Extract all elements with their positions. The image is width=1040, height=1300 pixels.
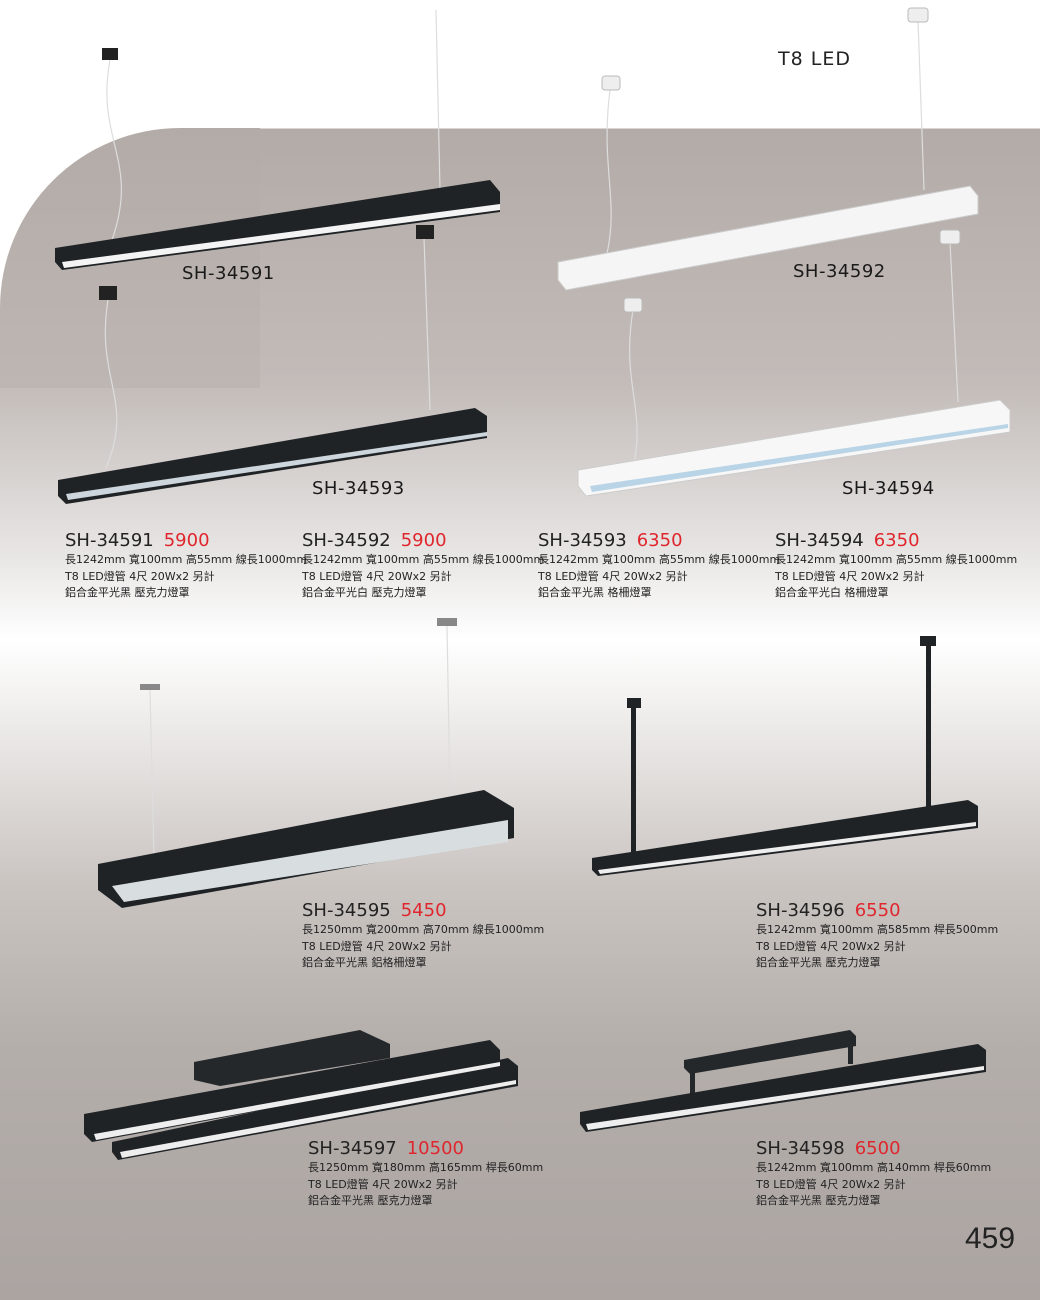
product-sh-34598: SH-34598 6500 長1242mm 寬100mm 高140mm 桿長60mm… bbox=[756, 1138, 991, 1210]
spec-line: 長1242mm 寬100mm 高55mm 線長1000mm bbox=[65, 553, 308, 566]
spec-line: 鋁合金平光白 格柵燈罩 bbox=[775, 586, 889, 599]
product-heading: SH-34595 5450 bbox=[302, 900, 544, 922]
lamp-sh-34598-photo bbox=[580, 1030, 986, 1132]
product-heading: SH-34592 5900 bbox=[302, 530, 544, 552]
product-sh-34596: SH-34596 6550 長1242mm 寬100mm 高585mm 桿長500m… bbox=[756, 900, 998, 972]
product-sh-34597: SH-34597 10500 長1250mm 寬180mm 高165mm 桿長60m… bbox=[308, 1138, 543, 1210]
spec-line: T8 LED燈管 4尺 20Wx2 另計 bbox=[756, 1177, 906, 1191]
model-number: SH-34596 bbox=[756, 900, 845, 921]
image-label: SH-34592 bbox=[793, 261, 886, 282]
spec-line: T8 LED燈管 4尺 20Wx2 另計 bbox=[302, 569, 452, 583]
spec-line: T8 LED燈管 4尺 20Wx2 另計 bbox=[308, 1177, 458, 1191]
spec-line: T8 LED燈管 4尺 20Wx2 另計 bbox=[775, 569, 925, 583]
model-number: SH-34592 bbox=[302, 530, 391, 551]
spec-line: T8 LED燈管 4尺 20Wx2 另計 bbox=[538, 569, 688, 583]
spec-line: 鋁合金平光黑 格柵燈罩 bbox=[538, 586, 652, 599]
price: 6350 bbox=[873, 530, 920, 551]
model-number: SH-34593 bbox=[538, 530, 627, 551]
model-number: SH-34598 bbox=[756, 1138, 845, 1159]
lamp-sh-34595-photo bbox=[98, 618, 514, 908]
product-sh-34591: SH-34591 5900 長1242mm 寬100mm 高55mm 線長1000m… bbox=[65, 530, 307, 602]
spec-line: 長1242mm 寬100mm 高55mm 線長1000mm bbox=[538, 553, 781, 566]
product-heading: SH-34591 5900 bbox=[65, 530, 307, 552]
lamp-sh-34593-photo bbox=[58, 225, 487, 504]
image-label: SH-34591 bbox=[182, 263, 275, 284]
lamp-sh-34592-photo bbox=[557, 75, 979, 291]
spec-line: 長1242mm 寬100mm 高140mm 桿長60mm bbox=[756, 1161, 992, 1174]
image-label: SH-34593 bbox=[312, 478, 405, 499]
price: 6350 bbox=[636, 530, 683, 551]
spec-line: 長1250mm 寬200mm 高70mm 線長1000mm bbox=[302, 923, 545, 936]
spec-line: 鋁合金平光黑 壓克力燈罩 bbox=[308, 1194, 433, 1207]
lamp-sh-34596-photo bbox=[592, 636, 978, 876]
product-sh-34595: SH-34595 5450 長1250mm 寬200mm 高70mm 線長1000m… bbox=[302, 900, 544, 972]
model-number: SH-34591 bbox=[65, 530, 154, 551]
page-header-band bbox=[0, 0, 1040, 128]
spec-line: 鋁合金平光黑 壓克力燈罩 bbox=[756, 956, 881, 969]
model-number: SH-34597 bbox=[308, 1138, 397, 1159]
model-number: SH-34594 bbox=[775, 530, 864, 551]
spec-line: 鋁合金平光黑 壓克力燈罩 bbox=[756, 1194, 881, 1207]
spec-line: 長1242mm 寬100mm 高55mm 線長1000mm bbox=[302, 553, 545, 566]
spec-line: 鋁合金平光白 壓克力燈罩 bbox=[302, 586, 427, 599]
price: 5450 bbox=[400, 900, 447, 921]
price: 5900 bbox=[400, 530, 447, 551]
product-heading: SH-34596 6550 bbox=[756, 900, 998, 922]
lamp-sh-34594-photo bbox=[577, 7, 1011, 497]
spec-line: T8 LED燈管 4尺 20Wx2 另計 bbox=[756, 939, 906, 953]
model-number: SH-34595 bbox=[302, 900, 391, 921]
product-heading: SH-34597 10500 bbox=[308, 1138, 543, 1160]
product-sh-34594: SH-34594 6350 長1242mm 寬100mm 高55mm 線長1000m… bbox=[775, 530, 1017, 602]
price: 10500 bbox=[406, 1138, 464, 1159]
spec-line: T8 LED燈管 4尺 20Wx2 另計 bbox=[65, 569, 215, 583]
product-sh-34593: SH-34593 6350 長1242mm 寬100mm 高55mm 線長1000m… bbox=[538, 530, 780, 602]
price: 6500 bbox=[854, 1138, 901, 1159]
series-title: T8 LED bbox=[778, 48, 851, 70]
spec-line: 長1242mm 寬100mm 高585mm 桿長500mm bbox=[756, 923, 999, 936]
product-heading: SH-34594 6350 bbox=[775, 530, 1017, 552]
spec-line: 鋁合金平光黑 鋁格柵燈罩 bbox=[302, 956, 427, 969]
price: 6550 bbox=[854, 900, 901, 921]
product-heading: SH-34593 6350 bbox=[538, 530, 780, 552]
spec-line: 長1250mm 寬180mm 高165mm 桿長60mm bbox=[308, 1161, 544, 1174]
price: 5900 bbox=[163, 530, 210, 551]
lamp-sh-34597-photo bbox=[84, 1030, 518, 1160]
image-label: SH-34594 bbox=[842, 478, 935, 499]
spec-line: T8 LED燈管 4尺 20Wx2 另計 bbox=[302, 939, 452, 953]
spec-line: 長1242mm 寬100mm 高55mm 線長1000mm bbox=[775, 553, 1018, 566]
spec-line: 鋁合金平光黑 壓克力燈罩 bbox=[65, 586, 190, 599]
page-number: 459 bbox=[965, 1222, 1016, 1255]
lamp-sh-34591-photo bbox=[55, 48, 500, 270]
product-sh-34592: SH-34592 5900 長1242mm 寬100mm 高55mm 線長1000m… bbox=[302, 530, 544, 602]
product-heading: SH-34598 6500 bbox=[756, 1138, 991, 1160]
